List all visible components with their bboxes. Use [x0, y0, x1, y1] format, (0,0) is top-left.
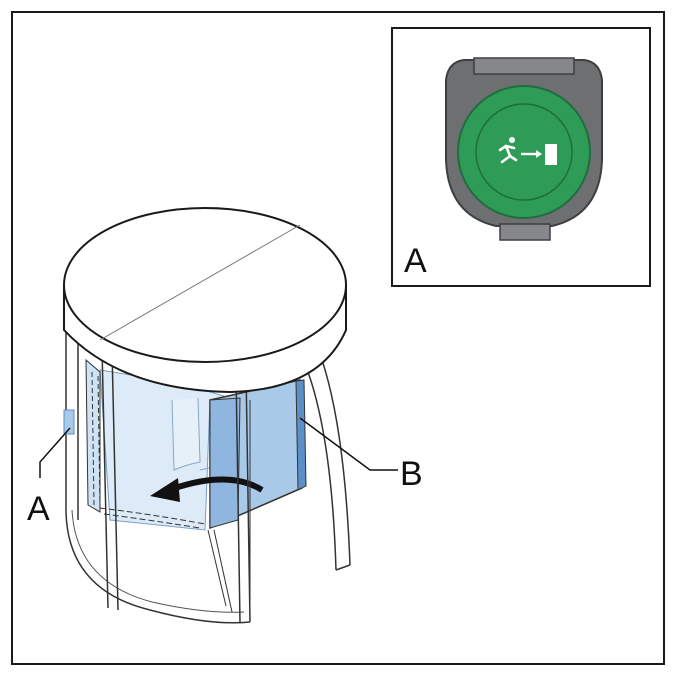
- floor-dash: [99, 507, 206, 525]
- inset-panel: A: [391, 27, 651, 287]
- callout-a: A: [27, 427, 71, 528]
- rotation-arrow-icon: [174, 476, 264, 493]
- emergency-exit-icon: [498, 137, 557, 165]
- right-curved-wall: [307, 359, 351, 571]
- callout-b-leader: [299, 417, 398, 471]
- callout-b-label: B: [400, 455, 423, 493]
- inset-label: A: [404, 242, 427, 280]
- rotation-arrow-head: [150, 478, 180, 502]
- door-base: [65, 511, 251, 624]
- callout-b: B: [299, 417, 423, 493]
- left-dash-line: [91, 371, 95, 506]
- callout-a-leader: [39, 427, 71, 478]
- button-green-inner: [475, 103, 573, 201]
- canopy-top: [63, 207, 347, 363]
- right-wall-bottom: [335, 564, 351, 571]
- canopy-seam: [99, 224, 301, 341]
- door-wing-left-front: [209, 397, 241, 529]
- door-wing-b-edge: [295, 379, 307, 491]
- left-dash-line-2: [97, 375, 101, 509]
- front-post-right: [235, 369, 251, 623]
- button-housing-bottom-tab: [499, 223, 551, 241]
- button-housing-top-tab: [473, 57, 575, 75]
- back-pillar: [171, 397, 201, 471]
- emergency-button: [445, 57, 603, 241]
- front-post-left: [101, 347, 119, 611]
- callout-a-label: A: [27, 490, 50, 528]
- front-door-bottom: [207, 529, 233, 613]
- emergency-button-marker: [63, 409, 75, 435]
- revolving-door: [63, 207, 351, 624]
- door-base-inner: [71, 509, 245, 613]
- floor-dash-2: [103, 513, 201, 529]
